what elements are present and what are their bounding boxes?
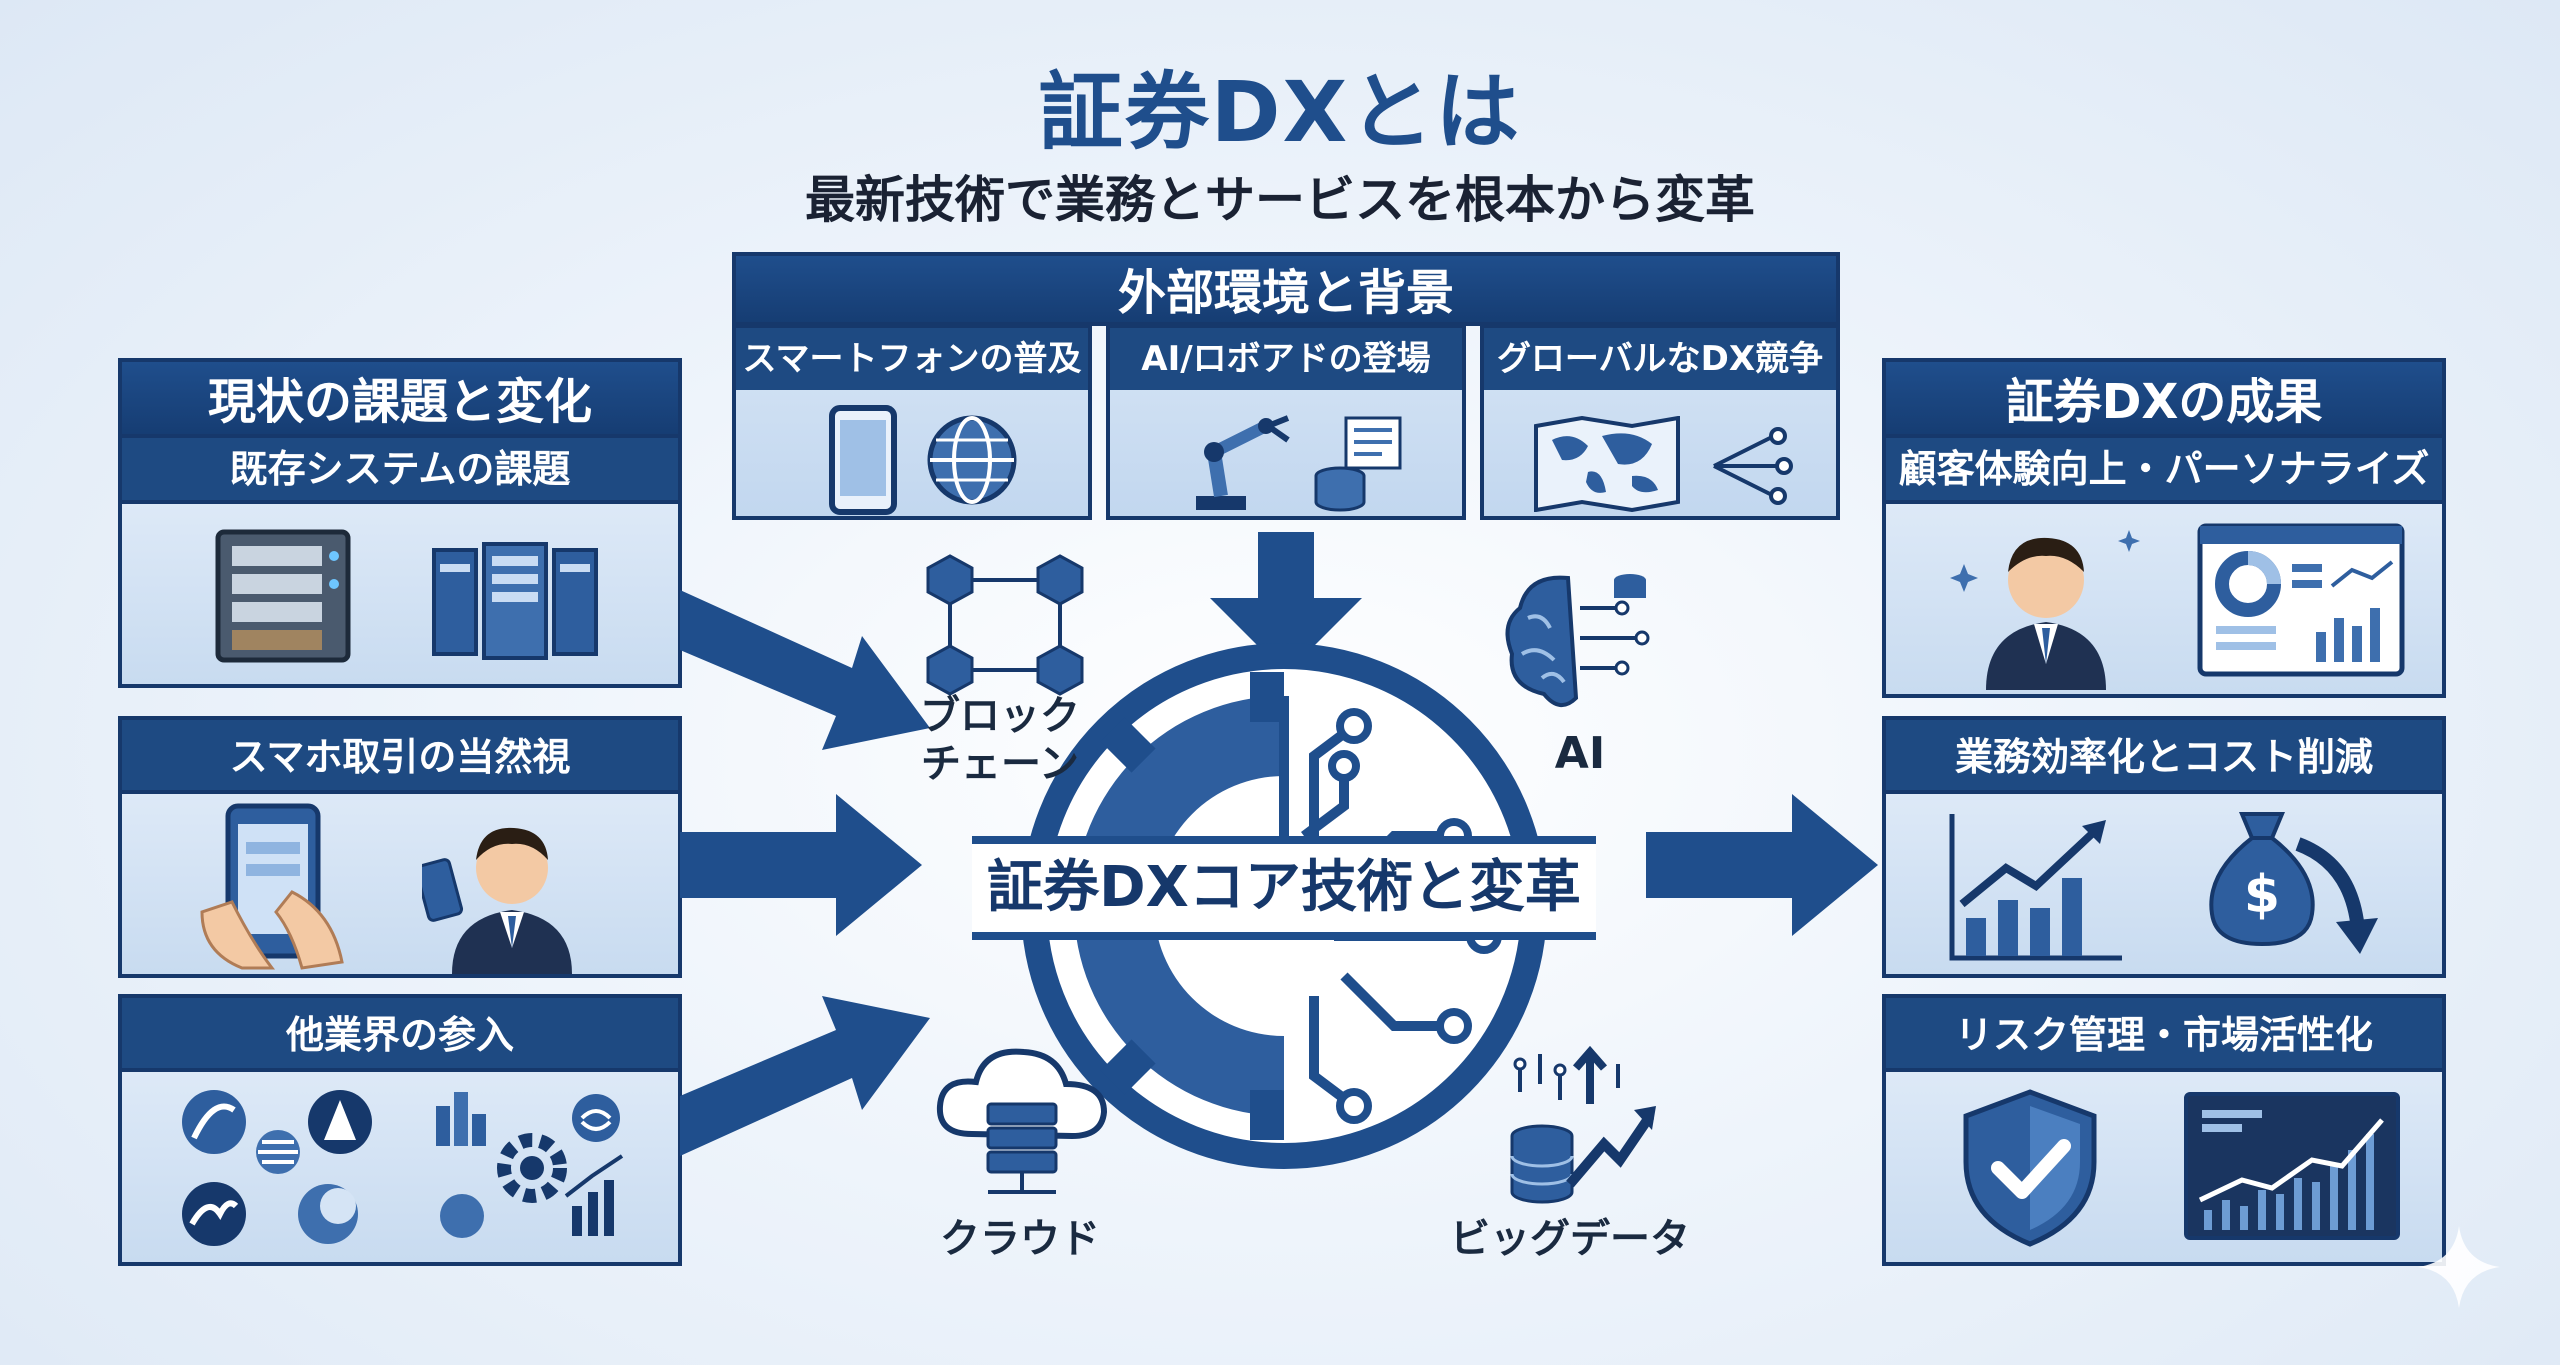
network-icon	[1704, 426, 1794, 506]
shield-check-icon	[1960, 1088, 2100, 1248]
money-bag-icon: $	[2202, 804, 2382, 964]
external-item-smartphone: スマートフォンの普及	[732, 324, 1092, 520]
core-title: 証券DXコア技術と変革	[987, 855, 1581, 920]
market-chart-icon	[2182, 1090, 2402, 1242]
left-item-panel-smartphone-trading	[118, 790, 682, 978]
page-title: 証券DXとは	[1038, 63, 1522, 161]
industry-gear-icon	[432, 1086, 632, 1250]
company-logos-icon	[178, 1086, 378, 1250]
left-item-label: 既存システムの課題	[118, 438, 682, 504]
big-data-icon	[1500, 1044, 1660, 1204]
external-item-label: スマートフォンの普及	[736, 328, 1088, 390]
cloud-label: クラウド	[940, 1216, 1100, 1262]
dashboard-icon	[2196, 522, 2406, 678]
businessman-icon	[1946, 514, 2146, 690]
arrow-left-to-core-top	[680, 590, 930, 750]
left-challenges-box: 現状の課題と変化 既存システムの課題 スマホ取引の当然視 他業界の参入	[118, 358, 682, 1266]
external-item-global: グローバルなDX競争	[1480, 324, 1840, 520]
ai-brain-icon	[1498, 568, 1658, 718]
world-map-icon	[1532, 416, 1682, 512]
right-item-panel-cx	[1882, 500, 2446, 698]
blockchain-icon	[920, 550, 1090, 700]
ai-label: AI	[1554, 728, 1606, 779]
arrow-external-to-core	[1210, 532, 1362, 674]
arrow-left-to-core-middle	[680, 794, 922, 936]
left-item-panel-legacy	[118, 500, 682, 688]
left-item-label: スマホ取引の当然視	[118, 716, 682, 798]
right-outcomes-box: 証券DXの成果 顧客体験向上・パーソナライズ 業務効率化とコスト削減 $ リスク…	[1882, 358, 2446, 1266]
server-rack-icon	[208, 526, 358, 666]
left-challenges-title: 現状の課題と変化	[118, 358, 682, 438]
external-item-label: AI/ロボアドの登場	[1110, 328, 1462, 390]
left-item-label: 他業界の参入	[118, 994, 682, 1076]
page-subtitle: 最新技術で業務とサービスを根本から変革	[805, 171, 1755, 229]
server-tower-icon	[430, 542, 600, 660]
external-item-ai: AI/ロボアドの登場	[1106, 324, 1466, 520]
external-item-label: グローバルなDX競争	[1484, 328, 1836, 390]
right-item-label: 業務効率化とコスト削減	[1882, 716, 2446, 798]
businessman-phone-icon	[422, 798, 602, 974]
globe-icon	[924, 412, 1020, 508]
right-item-panel-risk	[1882, 1068, 2446, 1266]
sparkle-icon	[2414, 1222, 2504, 1312]
right-item-panel-efficiency: $	[1882, 790, 2446, 978]
hand-smartphone-icon	[192, 802, 372, 972]
left-item-panel-new-entrants	[118, 1068, 682, 1266]
cloud-icon	[932, 1044, 1112, 1204]
arrow-left-to-core-bottom	[680, 996, 930, 1156]
smartphone-icon	[828, 404, 898, 516]
blockchain-label: ブロック チェーン	[920, 693, 1080, 787]
arrow-core-to-outcomes	[1646, 794, 1878, 936]
external-environment-box: 外部環境と背景 スマートフォンの普及 AI/ロボアドの登場 グローバルなDX競争	[732, 252, 1840, 528]
robot-arm-icon	[1176, 404, 1306, 516]
growth-chart-icon	[1946, 808, 2126, 964]
right-item-label: 顧客体験向上・パーソナライズ	[1882, 438, 2446, 504]
svg-text:$: $	[2244, 865, 2280, 925]
right-outcomes-title: 証券DXの成果	[1882, 358, 2446, 438]
external-environment-title: 外部環境と背景	[732, 252, 1840, 326]
core-title-banner: 証券DXコア技術と変革	[972, 836, 1596, 940]
right-item-label: リスク管理・市場活性化	[1882, 994, 2446, 1076]
big-data-label: ビッグデータ	[1450, 1216, 1690, 1262]
database-icon	[1306, 414, 1406, 514]
